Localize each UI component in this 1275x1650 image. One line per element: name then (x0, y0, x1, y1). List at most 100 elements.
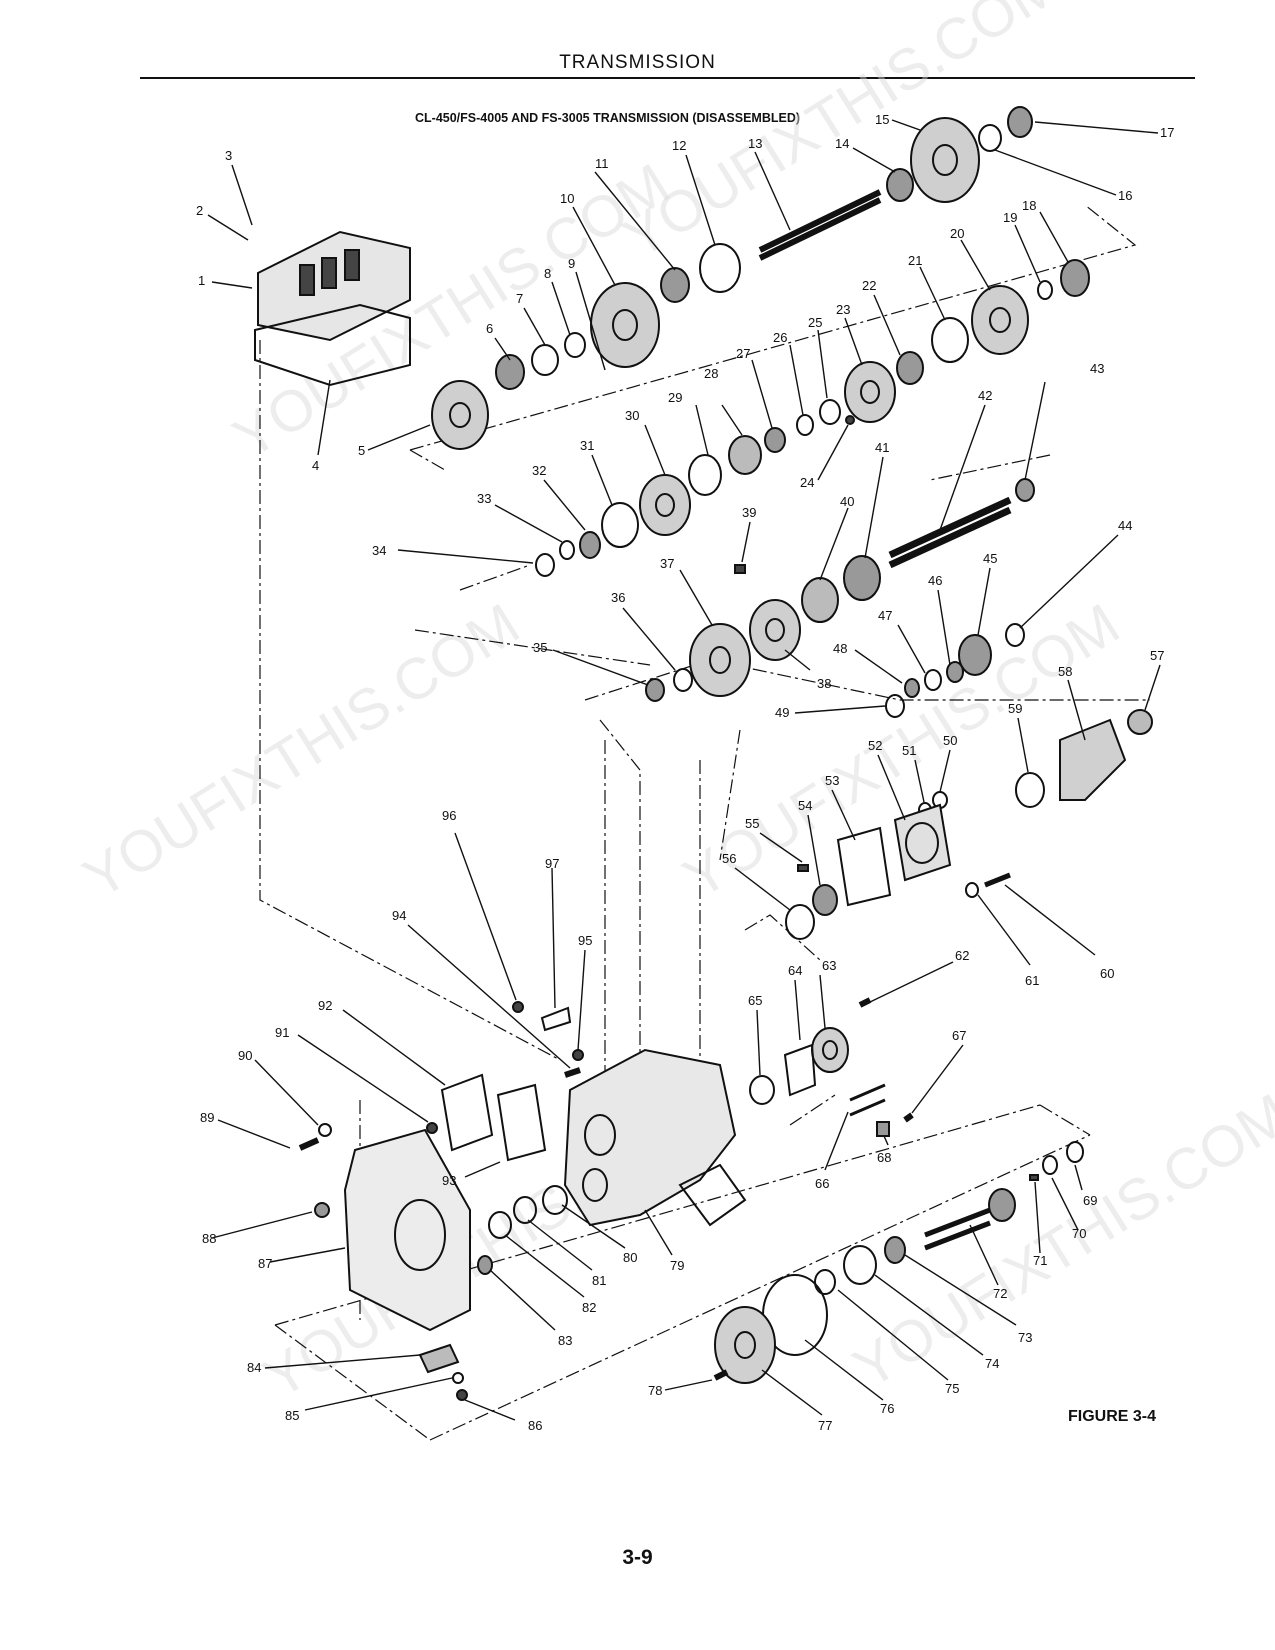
callout-90: 90 (238, 1048, 252, 1063)
ring-44 (1005, 623, 1025, 647)
cover-84 (418, 1343, 460, 1374)
callout-13: 13 (748, 136, 762, 151)
callout-65: 65 (748, 993, 762, 1008)
plug-95 (572, 1049, 584, 1061)
ring-81 (513, 1196, 537, 1224)
bearing-14 (886, 168, 914, 202)
callout-41: 41 (875, 440, 889, 455)
callout-48: 48 (833, 641, 847, 656)
gear-45 (958, 634, 992, 676)
gear-23 (844, 361, 896, 423)
synchro-20 (971, 285, 1029, 355)
gear-38 (749, 599, 801, 661)
fitting-94 (564, 1067, 581, 1078)
washer-90 (318, 1123, 332, 1137)
callout-47: 47 (878, 608, 892, 623)
callout-30: 30 (625, 408, 639, 423)
callout-39: 39 (742, 505, 756, 520)
page-header: TRANSMISSION (559, 52, 716, 73)
block-68 (876, 1121, 890, 1137)
callout-80: 80 (623, 1250, 637, 1265)
bearing-6 (495, 354, 525, 390)
gear-40 (801, 577, 839, 623)
pin-55 (797, 864, 809, 872)
shift-cover-assembly (254, 230, 411, 387)
gear-15 (910, 117, 980, 203)
nut-57 (1127, 709, 1153, 735)
bearing-46 (946, 661, 964, 683)
plug-88 (314, 1202, 330, 1218)
leader-lines (207, 119, 1161, 1421)
fitting-83 (477, 1255, 493, 1275)
callout-71: 71 (1033, 1253, 1047, 1268)
callout-numbers: 1 2 3 4 5 6 7 8 9 10 11 12 13 14 15 16 1… (196, 112, 1174, 1433)
bearing-73 (884, 1236, 906, 1264)
callout-63: 63 (822, 958, 836, 973)
callout-58: 58 (1058, 664, 1072, 679)
callout-28: 28 (704, 366, 718, 381)
bell-housing-87 (343, 1128, 471, 1332)
callout-73: 73 (1018, 1330, 1032, 1345)
bearing-22 (896, 351, 924, 385)
bearing-35 (645, 678, 665, 702)
gasket-64 (783, 1043, 817, 1097)
bearing-27 (764, 427, 786, 453)
callout-7: 7 (516, 291, 523, 306)
bolt-91 (426, 1122, 438, 1134)
race-21 (931, 317, 969, 363)
callout-88: 88 (202, 1231, 216, 1246)
gear-54 (812, 884, 838, 916)
cover-92 (440, 1073, 494, 1152)
callout-83: 83 (558, 1333, 572, 1348)
callout-89: 89 (200, 1110, 214, 1125)
figure-label: FIGURE 3-4 (1068, 1408, 1157, 1425)
race-74 (843, 1245, 877, 1285)
callout-4: 4 (312, 458, 319, 473)
callout-79: 79 (670, 1258, 684, 1273)
callout-81: 81 (592, 1273, 606, 1288)
callout-76: 76 (880, 1401, 894, 1416)
bearing-43 (1015, 478, 1035, 502)
callout-59: 59 (1008, 701, 1022, 716)
flange-58 (1059, 718, 1127, 801)
ring-26 (796, 414, 814, 436)
callout-18: 18 (1022, 198, 1036, 213)
bolt-67 (903, 1112, 914, 1123)
callout-74: 74 (985, 1356, 999, 1371)
countershaft-gear-5 (431, 380, 489, 450)
gear-10 (590, 282, 660, 368)
race-28 (728, 435, 762, 475)
gear-32 (579, 531, 601, 559)
key-39 (734, 564, 746, 574)
callout-70: 70 (1072, 1226, 1086, 1241)
bearing-17 (1007, 106, 1033, 138)
mainshaft-13 (758, 189, 882, 261)
callout-35: 35 (533, 640, 547, 655)
callout-72: 72 (993, 1286, 1007, 1301)
callout-29: 29 (668, 390, 682, 405)
callout-57: 57 (1150, 648, 1164, 663)
ring-8 (564, 332, 586, 358)
callout-53: 53 (825, 773, 839, 788)
watermark-text: YOUFIXTHIS.COM (842, 1081, 1275, 1401)
callout-37: 37 (660, 556, 674, 571)
ring-36 (673, 668, 693, 692)
bolt-78 (713, 1369, 729, 1381)
ring-70 (1042, 1155, 1058, 1175)
callout-36: 36 (611, 590, 625, 605)
plate-31 (601, 502, 639, 548)
callout-27: 27 (736, 346, 750, 361)
callout-8: 8 (544, 266, 551, 281)
callout-92: 92 (318, 998, 332, 1013)
seal-65 (749, 1075, 775, 1105)
callout-77: 77 (818, 1418, 832, 1433)
callout-3: 3 (225, 148, 232, 163)
bolt-60 (984, 872, 1011, 888)
callout-22: 22 (862, 278, 876, 293)
callout-33: 33 (477, 491, 491, 506)
callout-9: 9 (568, 256, 575, 271)
callout-15: 15 (875, 112, 889, 127)
callout-25: 25 (808, 315, 822, 330)
bolt-86 (456, 1389, 468, 1401)
ball-24 (845, 415, 855, 425)
